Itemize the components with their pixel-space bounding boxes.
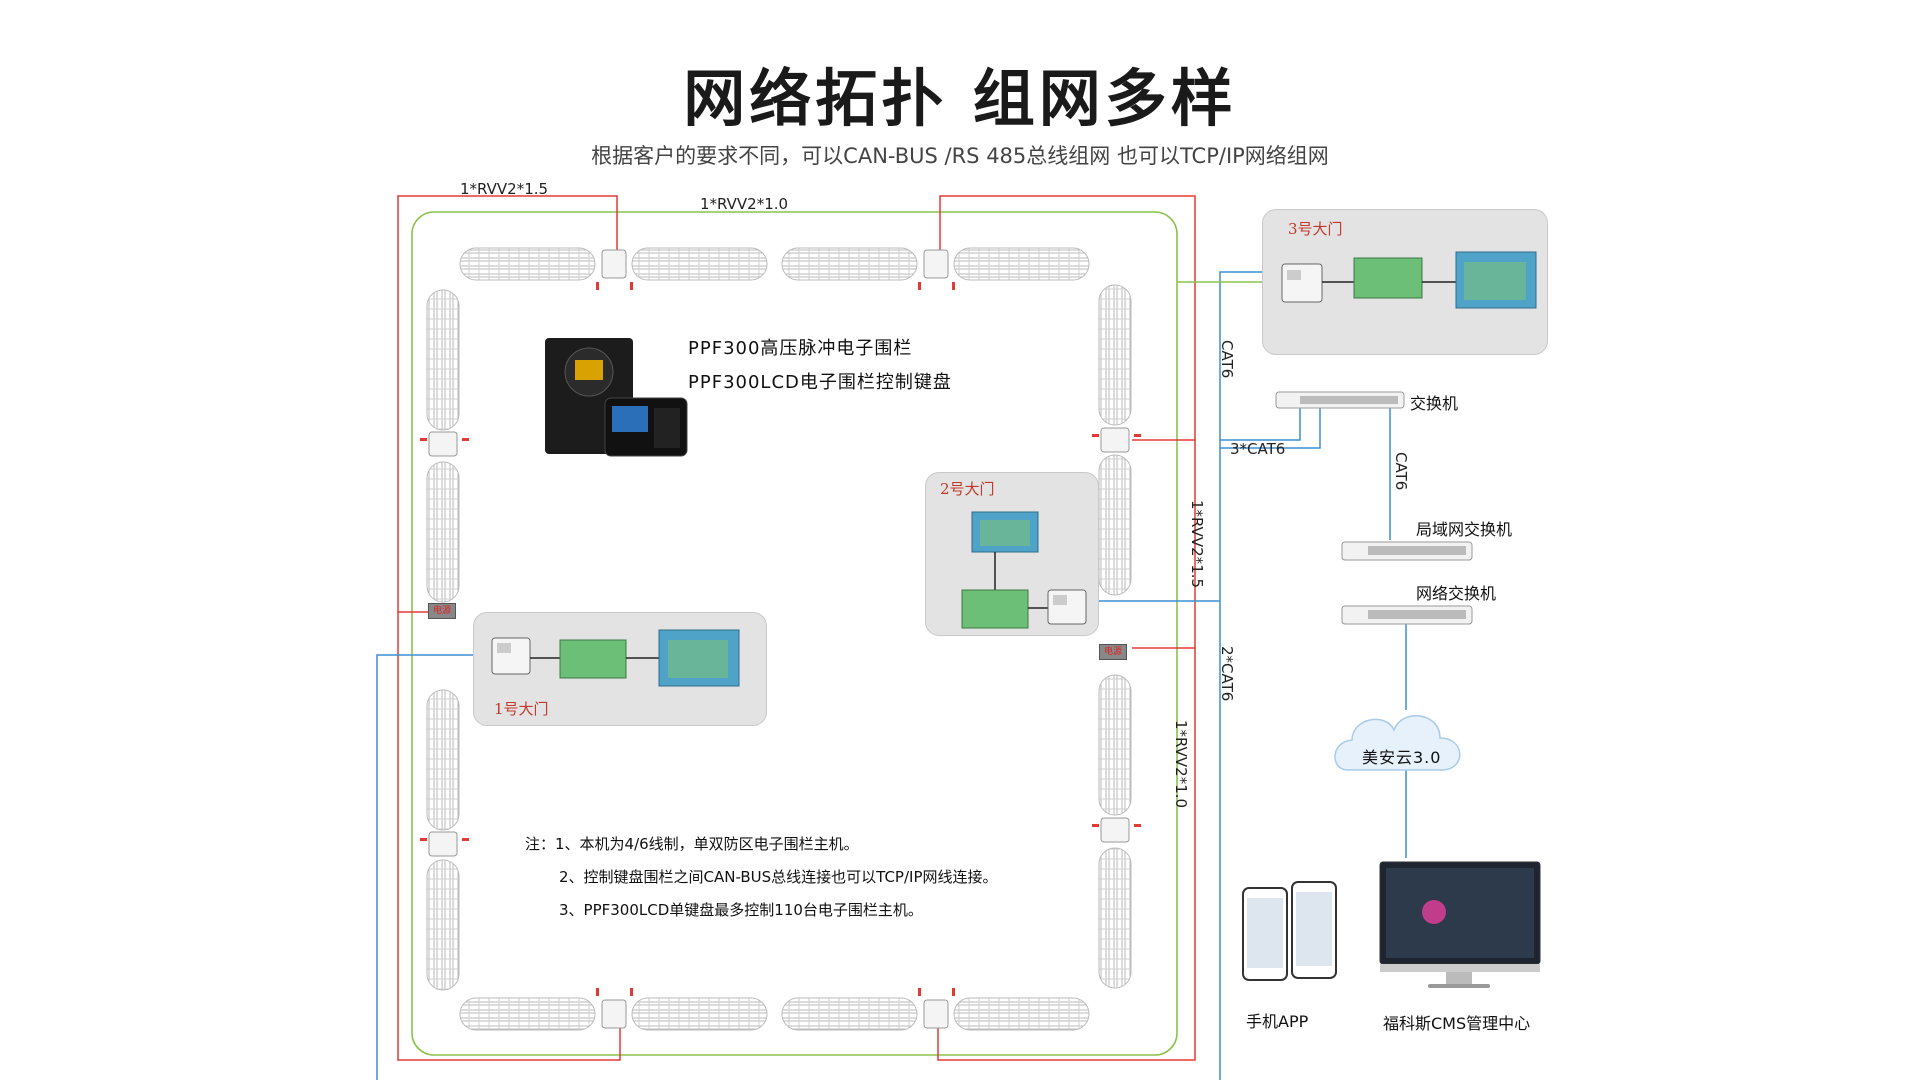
product-line2: PPF300LCD电子围栏控制键盘	[688, 372, 952, 393]
cms-label: 福科斯CMS管理中心	[1383, 1014, 1531, 1033]
note-2: 2、控制键盘围栏之间CAN-BUS总线连接也可以TCP/IP网线连接。	[559, 868, 998, 886]
note-1: 注：1、本机为4/6线制，单双防区电子围栏主机。	[525, 835, 859, 853]
cable-label-right-rvv15: 1*RVV2*1.5	[1188, 500, 1206, 589]
cable-label-top-left: 1*RVV2*1.5	[460, 180, 549, 198]
switch-device	[1275, 391, 1405, 409]
network-switch-label: 网络交换机	[1416, 584, 1497, 603]
cloud-label: 美安云3.0	[1362, 748, 1442, 767]
note-3: 3、PPF300LCD单键盘最多控制110台电子围栏主机。	[559, 901, 923, 919]
page-subtitle: 根据客户的要求不同，可以CAN-BUS /RS 485总线组网 也可以TCP/I…	[591, 144, 1329, 168]
fence-section-top	[459, 247, 1090, 281]
network-switch-device	[1341, 605, 1473, 625]
gate1-title: 1号大门	[494, 700, 549, 718]
notes-block: 注：1、本机为4/6线制，单双防区电子围栏主机。 2、控制键盘围栏之间CAN-B…	[525, 828, 998, 927]
product-line1: PPF300高压脉冲电子围栏	[688, 338, 913, 359]
cable-label-right-2cat6: 2*CAT6	[1218, 646, 1236, 702]
fence-perimeter-line	[411, 211, 1178, 1056]
cloud-icon	[1334, 715, 1461, 771]
fence-controller	[428, 249, 1130, 1029]
cable-label-3cat6: 3*CAT6	[1230, 440, 1286, 458]
gate2-title: 2号大门	[940, 480, 995, 498]
power-box-right: 电源	[1099, 644, 1127, 660]
page-title: 网络拓扑 组网多样	[683, 62, 1237, 135]
cable-label-cat6-vertical: CAT6	[1218, 340, 1236, 379]
lan-switch-device	[1341, 541, 1473, 561]
gate3-title: 3号大门	[1288, 220, 1343, 238]
power-box-left: 电源	[428, 603, 456, 619]
switch-label: 交换机	[1410, 394, 1459, 413]
cable-label-cat6-switch: CAT6	[1392, 452, 1410, 491]
fence-host-device	[545, 338, 688, 457]
cable-label-right-rvv10: 1*RVV2*1.0	[1172, 720, 1190, 809]
cms-monitor	[1379, 861, 1541, 988]
fence-section-right	[1098, 284, 1132, 989]
network-wiring	[376, 271, 1407, 1080]
lan-switch-label: 局域网交换机	[1416, 520, 1513, 539]
fence-section-bottom	[459, 997, 1090, 1031]
mobile-app-label: 手机APP	[1246, 1012, 1309, 1031]
warning-markers	[420, 282, 1141, 996]
mobile-app-device	[1242, 881, 1337, 981]
cable-label-top-center: 1*RVV2*1.0	[700, 195, 789, 213]
product-description: PPF300高压脉冲电子围栏 PPF300LCD电子围栏控制键盘	[688, 332, 952, 400]
power-wiring	[397, 195, 1196, 1061]
fence-section-left	[426, 289, 460, 991]
